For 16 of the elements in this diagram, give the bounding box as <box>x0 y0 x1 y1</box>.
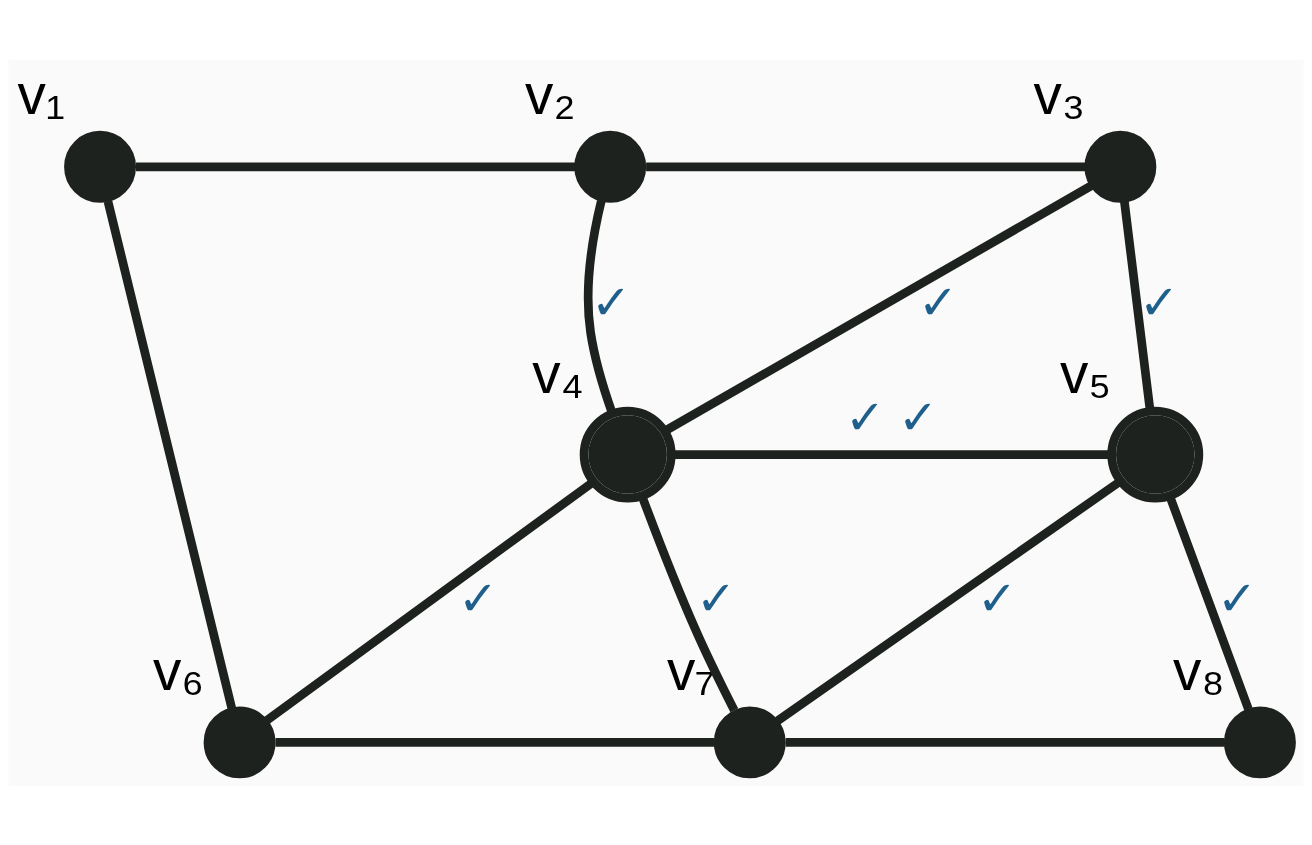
edge-label: ✓ <box>695 571 736 625</box>
node-label: v₅ <box>1059 341 1112 405</box>
edge-label: ✓ <box>977 571 1018 625</box>
edge-label: ✓ <box>918 275 959 329</box>
node-label: v₈ <box>1172 638 1225 702</box>
edge-label: ✓ <box>458 571 499 625</box>
edge-label: ✓ <box>1138 275 1179 329</box>
node-label: v₃ <box>1033 62 1086 126</box>
node-label: v₁ <box>17 62 65 126</box>
edge-label: ✓ <box>591 275 632 329</box>
node-label: v₂ <box>525 62 576 126</box>
node-label: v₇ <box>666 638 715 702</box>
node-label: v₆ <box>152 638 205 702</box>
node-label: v₄ <box>532 341 584 405</box>
edge-label: ✓ <box>1217 571 1258 625</box>
edge-label: ✓ ✓ <box>844 390 939 444</box>
